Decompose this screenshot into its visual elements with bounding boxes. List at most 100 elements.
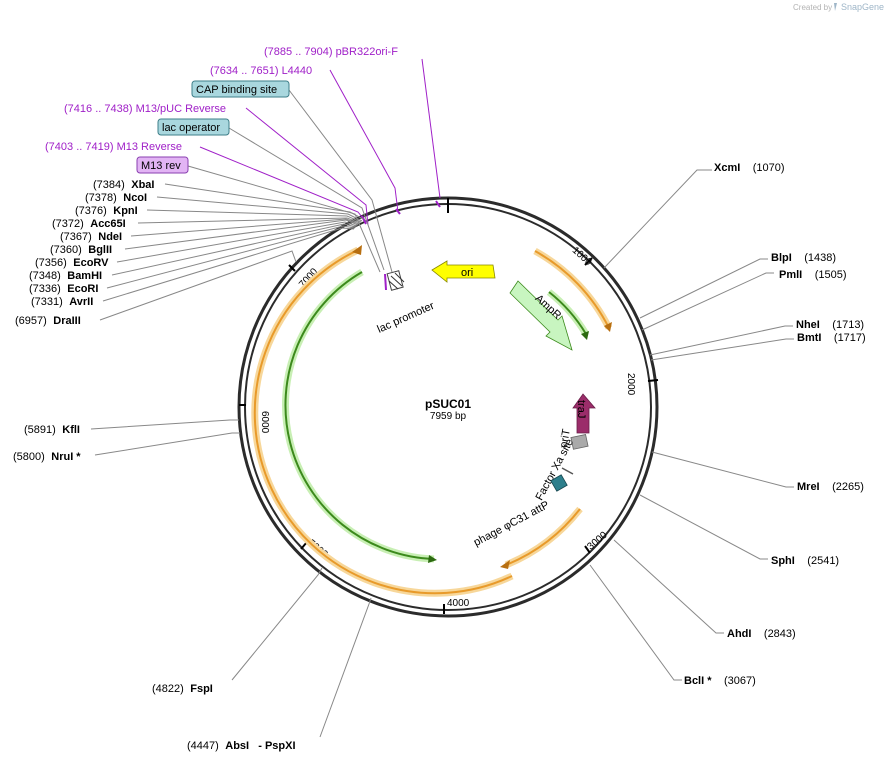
- ori-arrow[interactable]: [431, 260, 496, 283]
- site-bamhi[interactable]: (7348) BamHI: [29, 266, 102, 283]
- site-name: Acc65I: [90, 218, 125, 230]
- site-fspi[interactable]: (4822) FspI: [152, 679, 213, 696]
- primer-mark-m13: [361, 215, 367, 225]
- site-name: PmlI: [779, 269, 802, 281]
- lac-operator-box[interactable]: [157, 118, 230, 136]
- site-kpni[interactable]: (7376) KpnI: [75, 201, 138, 218]
- plasmid-name: pSUC01: [425, 397, 471, 411]
- orit-label: oriT: [558, 428, 573, 449]
- site-ecorv[interactable]: (7356) EcoRV: [35, 253, 109, 270]
- site-name: MreI: [797, 481, 820, 493]
- site-bmti[interactable]: BmtI (1717): [797, 328, 866, 345]
- site-name: KpnI: [113, 205, 137, 217]
- site-pmli[interactable]: PmlI (1505): [779, 265, 846, 282]
- site-bcli[interactable]: BclI * (3067): [684, 671, 756, 688]
- orange-arc-bottom-right: [505, 508, 581, 566]
- credit-brand: SnapGene: [841, 2, 884, 12]
- site-name: BglII: [88, 244, 112, 256]
- leader-lac-operator: [228, 127, 385, 271]
- site-mrei[interactable]: MreI (2265): [797, 477, 864, 494]
- left-site-labels: (7384) XbaI (7378) NcoI (7376) KpnI (737…: [13, 175, 296, 753]
- site-name: EcoRV: [73, 257, 109, 269]
- orange-arc-left-arrow: [352, 245, 362, 255]
- site-ecori[interactable]: (7336) EcoRI: [29, 279, 98, 296]
- tick-label-6000: 6000: [259, 411, 270, 434]
- site-ndei[interactable]: (7367) NdeI: [60, 227, 122, 244]
- primer-range: (7403 .. 7419): [45, 141, 114, 153]
- site-pos: (1438): [804, 252, 836, 264]
- traj-arrow[interactable]: [572, 393, 596, 434]
- site-name: XbaI: [131, 179, 154, 191]
- factor-xa-label: Factor Xa site: [534, 437, 576, 503]
- ampr-arrow[interactable]: [509, 280, 573, 351]
- leader-nhei: [649, 325, 793, 356]
- tick-3000: [584, 545, 591, 554]
- site-xcmi[interactable]: XcmI (1070): [714, 158, 785, 175]
- site-nrui[interactable]: (5800) NruI *: [13, 447, 81, 464]
- primer-l4440[interactable]: (7634 .. 7651) L4440: [210, 65, 312, 77]
- site-ncoi[interactable]: (7378) NcoI: [85, 188, 147, 205]
- site-absi-pspxi[interactable]: (4447) AbsI - PspXI: [187, 736, 296, 753]
- site-name: AhdI: [727, 628, 751, 640]
- leader-absi: [319, 597, 372, 738]
- green-arc-right: [548, 291, 587, 335]
- site-name: NheI: [796, 319, 820, 331]
- orange-feature-arcs: [251, 245, 613, 597]
- site-sphi[interactable]: SphI (2541): [771, 551, 839, 568]
- site-pos: (3067): [724, 675, 756, 687]
- site-name: FspI: [190, 683, 213, 695]
- site-bglii[interactable]: (7360) BglII: [50, 240, 112, 257]
- leader-ndei: [130, 218, 360, 237]
- factor-xa-mark: [561, 467, 574, 475]
- site-pos: (7331): [31, 296, 63, 308]
- m13-rev-primer-mark: [384, 273, 387, 291]
- site-ahdi[interactable]: AhdI (2843): [727, 624, 796, 641]
- leader-m13-rev: [187, 165, 381, 273]
- site-blpi[interactable]: BlpI (1438): [771, 248, 836, 265]
- site-pos: (4447): [187, 740, 219, 752]
- leader-acc65i: [137, 217, 361, 224]
- site-name: BamHI: [67, 270, 102, 282]
- site-pos: (7378): [85, 192, 117, 204]
- primer-m13-reverse[interactable]: (7403 .. 7419) M13 Reverse: [45, 141, 182, 153]
- leader-cap-binding-site: [288, 89, 393, 273]
- site-kfli[interactable]: (5891) KflI: [24, 420, 80, 437]
- site-name: NcoI: [123, 192, 147, 204]
- site-pos: (4822): [152, 683, 184, 695]
- site-avrii[interactable]: (7331) AvrII: [31, 292, 93, 309]
- site-name: BmtI: [797, 332, 821, 344]
- site-name: EcoRI: [67, 283, 98, 295]
- tick-2000: [647, 379, 659, 382]
- leader-sphi: [639, 494, 768, 560]
- snapgene-logo-icon: [834, 3, 837, 11]
- site-pos: (2843): [764, 628, 796, 640]
- cap-binding-site-box[interactable]: [191, 80, 290, 98]
- m13-rev-box[interactable]: [136, 156, 189, 174]
- primer-mark-l4440: [395, 208, 401, 215]
- orit-box[interactable]: [570, 433, 589, 450]
- site-xbai[interactable]: (7384) XbaI: [93, 175, 154, 192]
- site-pos: (7372): [52, 218, 84, 230]
- green-arc-right-arrow: [581, 331, 589, 340]
- site-name: NruI *: [51, 451, 81, 463]
- orange-arc-bottom-right-arrow: [500, 560, 510, 569]
- site-name: SphI: [771, 555, 795, 567]
- attp-box[interactable]: [550, 474, 568, 492]
- tick-7000: [288, 264, 296, 272]
- primer-pbr322ori-f[interactable]: (7885 .. 7904) pBR322ori-F: [264, 46, 398, 58]
- primer-range: (7416 .. 7438): [64, 103, 133, 115]
- site-nhei[interactable]: NheI (1713): [796, 315, 864, 332]
- primer-name: L4440: [282, 65, 313, 77]
- leader-draiii: [99, 250, 297, 321]
- leader-avrii: [102, 227, 355, 302]
- site-acc65i[interactable]: (7372) Acc65I: [52, 214, 126, 231]
- site-pos: (2265): [832, 481, 864, 493]
- site-draiii[interactable]: (6957) DraIII: [15, 311, 81, 328]
- primer-m13-puc-reverse[interactable]: (7416 .. 7438) M13/pUC Reverse: [64, 103, 226, 115]
- tick-marks: [239, 257, 659, 614]
- site-pos: (6957): [15, 315, 47, 327]
- cap-binding-site-label: CAP binding site: [196, 84, 277, 96]
- site-pos: (5800): [13, 451, 45, 463]
- leader-bamhi: [111, 223, 357, 276]
